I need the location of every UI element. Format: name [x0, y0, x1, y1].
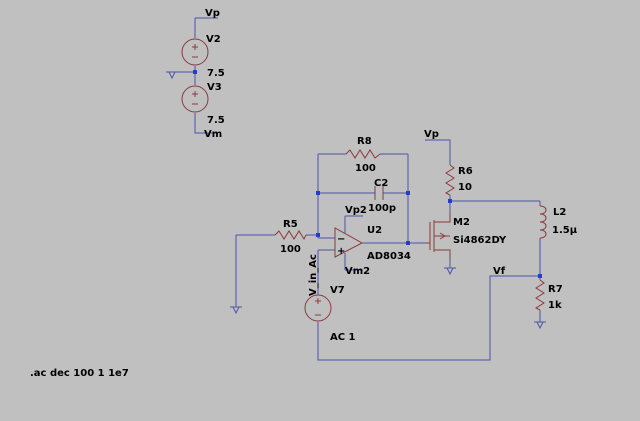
v3-source-symbol[interactable] [181, 85, 209, 113]
r8-resistor-symbol[interactable] [345, 149, 381, 159]
opamp-minus-sign: − [337, 234, 345, 245]
supply-sources: Vp V2 7.5 V3 7.5 Vm [166, 8, 225, 140]
net-label-v-in-ac: V_in_Ac [308, 254, 319, 296]
r6-value: 10 [458, 182, 472, 193]
c2-label: C2 [374, 178, 388, 189]
input-network: R5 100 V_in_Ac V7 AC 1 [230, 219, 540, 361]
mosfet-stage: Vp R6 10 M2 Si4862DY [424, 129, 541, 276]
junction-fb-left [316, 191, 320, 195]
l2-inductor-symbol[interactable] [539, 205, 547, 239]
net-label-vp-top: Vp [205, 8, 220, 19]
r7-resistor-symbol[interactable] [534, 279, 545, 311]
net-label-vm: Vm [204, 129, 222, 140]
m2-mosfet-symbol[interactable] [425, 213, 451, 258]
junction-supply [193, 70, 197, 74]
r5-value: 100 [280, 244, 301, 255]
r6-label: R6 [458, 166, 473, 177]
r7-label: R7 [548, 284, 563, 295]
spice-directive[interactable]: .ac dec 100 1 1e7 [30, 368, 129, 379]
junction-mosfet-drain [448, 199, 452, 203]
r7-value: 1k [548, 300, 562, 311]
r5-resistor-symbol[interactable] [274, 230, 307, 241]
opamp-u2[interactable]: − + Vp2 U2 AD8034 Vm2 [334, 205, 430, 277]
v7-value: AC 1 [330, 332, 356, 343]
v2-source-symbol[interactable] [181, 38, 209, 66]
v7-source-symbol[interactable] [304, 294, 332, 322]
m2-model: Si4862DY [453, 235, 507, 246]
junction-inverting-input [316, 233, 320, 237]
l2-value: 1.5μ [552, 225, 578, 236]
feedback-network: R8 100 C2 100p [316, 136, 410, 243]
ground-symbol-supply [166, 71, 178, 80]
junction-opamp-output [406, 241, 410, 245]
v3-label: V3 [207, 82, 222, 93]
l2-label: L2 [553, 207, 566, 218]
u2-label: U2 [367, 225, 382, 236]
net-label-vp-mos: Vp [424, 129, 439, 140]
opamp-triangle-symbol[interactable] [334, 227, 364, 258]
c2-capacitor-symbol[interactable] [374, 186, 384, 200]
r6-resistor-symbol[interactable] [444, 164, 455, 196]
r8-value: 100 [355, 163, 376, 174]
r8-label: R8 [357, 136, 372, 147]
net-label-vf: Vf [493, 266, 506, 277]
ground-symbol-input [230, 306, 242, 315]
net-label-vm2: Vm2 [345, 266, 370, 277]
c2-value: 100p [368, 203, 396, 214]
output-load: L2 1.5μ Vf R7 1k [493, 205, 578, 330]
v2-value: 7.5 [207, 68, 225, 79]
m2-label: M2 [453, 217, 470, 228]
junction-vf [538, 274, 542, 278]
v7-label: V7 [330, 285, 345, 296]
v3-value: 7.5 [207, 115, 225, 126]
net-label-vp2: Vp2 [345, 205, 367, 216]
v2-label: V2 [206, 34, 221, 45]
u2-model: AD8034 [367, 251, 411, 262]
junction-fb-right [406, 191, 410, 195]
opamp-plus-sign: + [337, 246, 345, 257]
r5-label: R5 [283, 219, 298, 230]
